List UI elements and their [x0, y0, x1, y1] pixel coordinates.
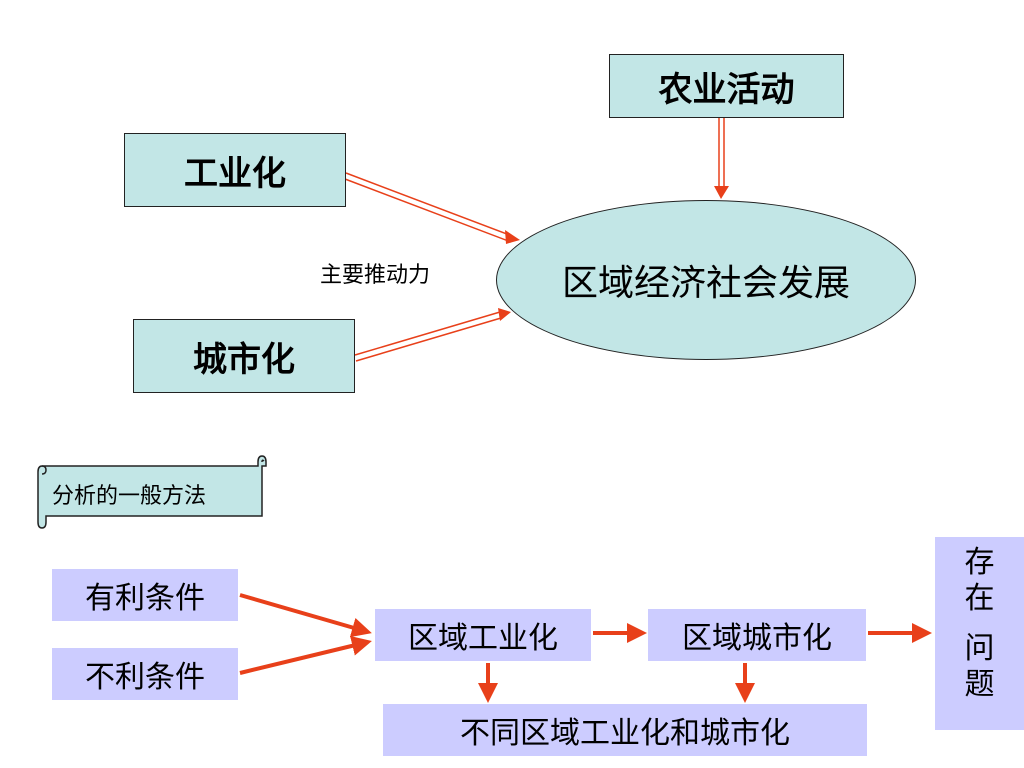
unfavorable-box: 不利条件 — [52, 648, 238, 700]
arrow-favorable-to-industrialization — [239, 593, 372, 638]
agriculture-box: 农业活动 — [609, 54, 844, 118]
scroll-shape — [37, 455, 267, 529]
regional-industrialization-box: 区域工业化 — [375, 609, 591, 661]
industrialization-box: 工业化 — [124, 133, 346, 207]
urbanization-label: 城市化 — [193, 339, 295, 380]
arrow-industrialization-to-center — [344, 172, 520, 244]
different-regions-box: 不同区域工业化和城市化 — [383, 704, 867, 756]
favorable-box: 有利条件 — [52, 569, 238, 621]
problems-char-2: 在 — [964, 581, 995, 616]
problems-char-4: 题 — [964, 667, 995, 702]
regional-industrialization-label: 区域工业化 — [408, 621, 558, 656]
scroll-label: 分析的一般方法 — [52, 484, 207, 509]
different-regions-label: 不同区域工业化和城市化 — [460, 716, 790, 751]
driver-label: 主要推动力 — [320, 263, 431, 288]
arrow-unfavorable-to-industrialization — [239, 636, 372, 675]
industrialization-label: 工业化 — [184, 153, 286, 194]
favorable-label: 有利条件 — [85, 581, 205, 616]
agriculture-label: 农业活动 — [658, 69, 795, 110]
regional-urbanization-box: 区域城市化 — [648, 609, 866, 661]
regional-urbanization-label: 区域城市化 — [682, 621, 832, 656]
regional-development-ellipse: 区域经济社会发展 — [496, 200, 916, 360]
regional-development-label: 区域经济社会发展 — [561, 263, 850, 304]
arrow-urbanization-to-center — [354, 308, 511, 362]
problems-box: 存 在 问 题 — [935, 537, 1024, 730]
arrow-agriculture-to-center — [714, 118, 729, 199]
unfavorable-label: 不利条件 — [85, 660, 205, 695]
urbanization-box: 城市化 — [133, 319, 355, 393]
problems-char-3: 问 — [964, 631, 995, 666]
problems-char-1: 存 — [964, 545, 995, 580]
